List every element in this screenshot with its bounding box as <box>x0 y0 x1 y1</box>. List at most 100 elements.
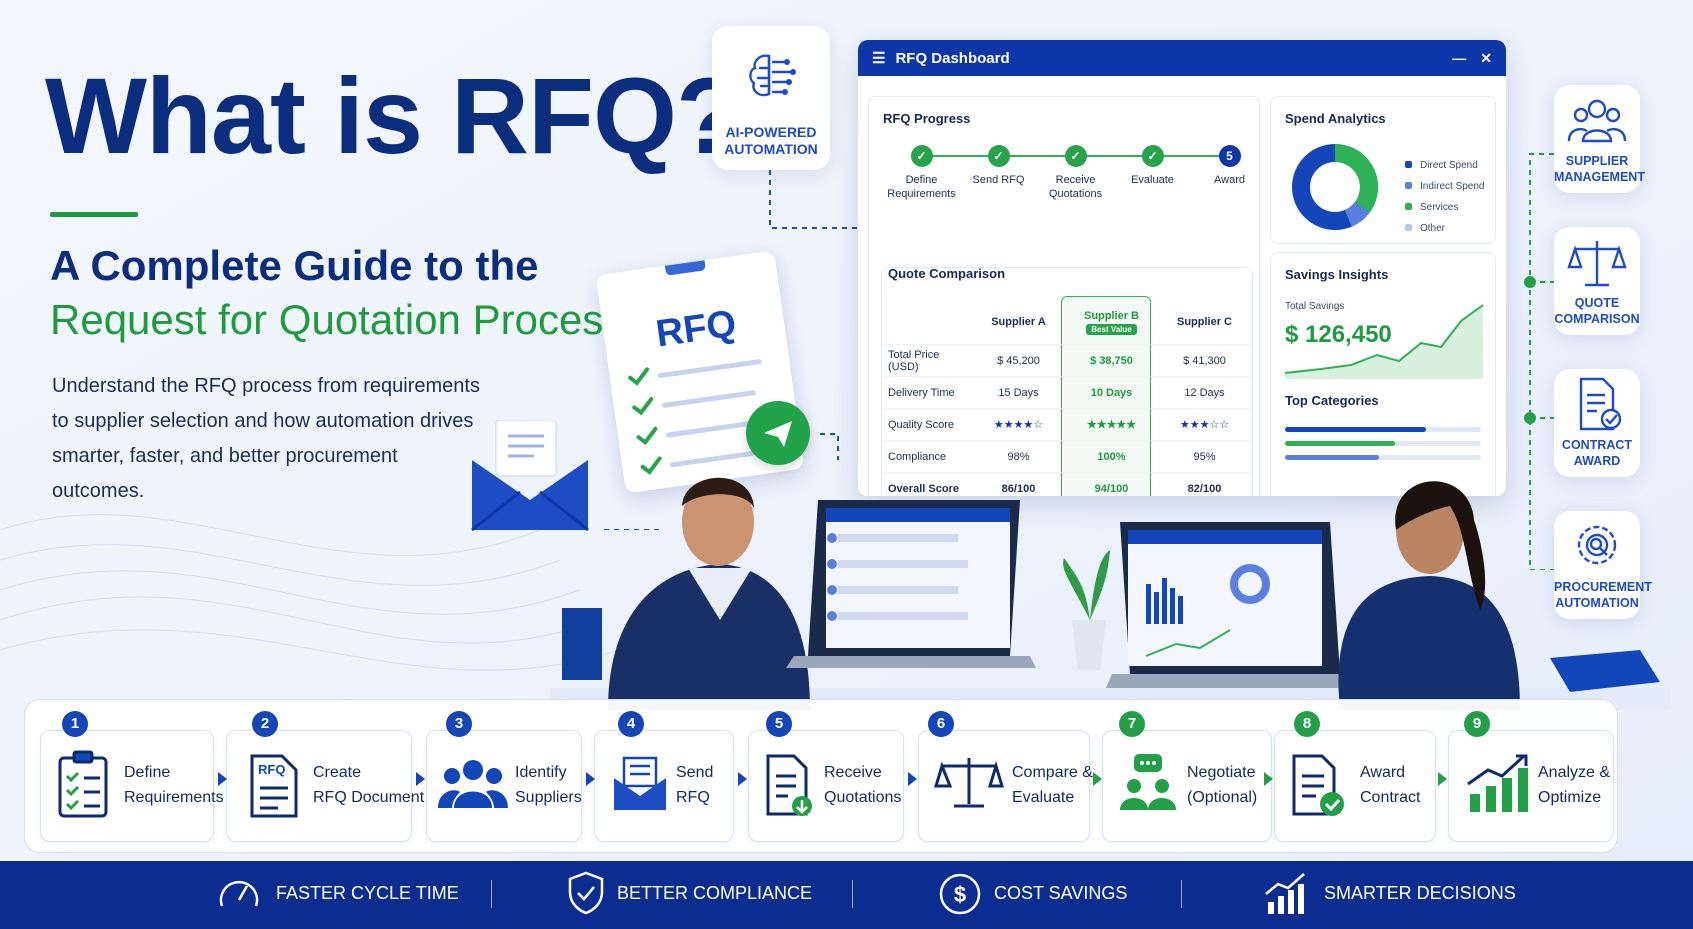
step-label: Evaluate <box>1131 174 1174 186</box>
cell: 94/100 <box>1094 482 1129 495</box>
title-underline <box>50 212 138 217</box>
footer-divider <box>852 880 853 908</box>
legend-item: Indirect Spend <box>1405 176 1485 197</box>
send-icon <box>746 401 810 465</box>
category-bars <box>1285 427 1481 460</box>
dashboard-titlebar: ☰ RFQ Dashboard — ✕ <box>858 40 1506 76</box>
supplier-management-card: SUPPLIER MANAGEMENT <box>1554 85 1645 193</box>
category-bar-1 <box>1285 427 1427 432</box>
process-step-card[interactable] <box>226 730 412 842</box>
footer-divider <box>1181 880 1182 908</box>
step-number: 1 <box>62 711 88 737</box>
quote-comparison-title: Quote Comparison <box>888 266 1006 281</box>
checklist-clipboard-icon <box>58 750 108 818</box>
envelope-illustration <box>471 420 589 532</box>
gear-search-icon <box>1577 525 1617 565</box>
process-step-card[interactable] <box>748 730 904 842</box>
minimize-icon[interactable]: — <box>1452 50 1467 66</box>
best-value-badge: Best Value <box>1086 323 1137 335</box>
cell: 100% <box>1097 450 1126 463</box>
cell: 86/100 <box>1001 482 1036 495</box>
step-arrow <box>1264 772 1273 786</box>
side-card-label: CONTRACT AWARD <box>1561 438 1633 468</box>
step-number: 2 <box>252 711 278 737</box>
step-label: Negotiate(Optional) <box>1187 764 1258 806</box>
document-download-icon <box>766 754 812 816</box>
envelope-icon <box>614 756 666 810</box>
rfq-document-icon <box>250 754 298 818</box>
step-dot: ✓ <box>910 145 933 167</box>
progress-step: ✓Evaluate <box>1114 145 1191 201</box>
progress-step: ✓Receive Quotations <box>1037 145 1114 201</box>
rising-chart-icon <box>1265 873 1305 914</box>
cell: ★★★★★ <box>1086 419 1137 431</box>
step-label: Send RFQ <box>972 174 1025 186</box>
step-arrow <box>738 772 747 786</box>
category-bar-2 <box>1285 441 1395 446</box>
contract-check-icon <box>1292 754 1344 816</box>
rfq-document-icon-text: RFQ <box>258 762 286 777</box>
progress-step: ✓ Define Requirements <box>883 145 960 201</box>
shield-check-icon <box>568 871 604 915</box>
step-label: Award <box>1214 174 1245 186</box>
subtitle-line-1: A Complete Guide to the <box>50 242 539 289</box>
step-number: 4 <box>618 711 644 737</box>
menu-icon[interactable]: ☰ <box>872 50 886 67</box>
row-label: Overall Score <box>888 482 959 495</box>
benefit-label: BETTER COMPLIANCE <box>617 883 813 903</box>
connector-ai-to-dashboard <box>769 170 860 229</box>
side-connector <box>1524 153 1554 570</box>
step-number: 3 <box>446 711 472 737</box>
side-card-label: SUPPLIER MANAGEMENT <box>1554 154 1645 184</box>
process-step-card[interactable] <box>40 730 214 842</box>
step-dot: ✓ <box>1064 145 1087 167</box>
cell: 98% <box>1007 450 1030 463</box>
spend-analytics-panel: Spend Analytics Direct Spend Indirect Sp… <box>1270 96 1496 244</box>
chat-people-icon <box>1120 754 1176 810</box>
step-arrow <box>1438 772 1447 786</box>
step-label: Define Requirements <box>887 174 956 200</box>
step-number: 7 <box>1119 711 1145 737</box>
supplier-header: Supplier C <box>1176 316 1232 328</box>
cell: 12 Days <box>1184 386 1225 399</box>
top-categories-title: Top Categories <box>1285 393 1379 408</box>
legend-item: Other <box>1405 218 1485 239</box>
office-scene-illustration <box>550 477 1670 710</box>
rfq-dashboard-window: ☰ RFQ Dashboard — ✕ RFQ Progress ✓Define… <box>858 40 1506 496</box>
process-step-card[interactable] <box>1274 730 1436 842</box>
speedometer-icon <box>219 880 259 907</box>
dashboard-title: RFQ Dashboard <box>895 49 1010 67</box>
spend-legend: Direct Spend Indirect Spend Services Oth… <box>1405 155 1485 239</box>
subtitle-line-2: Request for Quotation Process <box>50 296 625 343</box>
close-icon[interactable]: ✕ <box>1480 49 1492 66</box>
benefit-label: COST SAVINGS <box>994 883 1128 903</box>
process-step-card[interactable] <box>1448 730 1614 842</box>
savings-insights-panel: Savings Insights Total Savings $ 126,450… <box>1270 252 1496 496</box>
dollar-circle-icon: $ <box>939 873 981 915</box>
row-label: Total Price (USD) <box>888 348 940 373</box>
supplier-header: Supplier A <box>991 316 1046 328</box>
step-label: Compare &Evaluate <box>1012 764 1093 806</box>
step-arrow <box>586 772 595 786</box>
side-card-label: PROCUREMENT AUTOMATION <box>1554 580 1652 610</box>
cell: ★★★★☆ <box>993 419 1044 431</box>
people-group-icon <box>438 760 508 808</box>
step-arrow <box>1093 772 1102 786</box>
benefits-footer <box>0 861 1693 929</box>
progress-step: ✓Send RFQ <box>960 145 1037 201</box>
process-step-card[interactable] <box>426 730 582 842</box>
row-label: Quality Score <box>888 418 955 431</box>
table-row: Quality Score★★★★☆★★★★★★★★☆☆ <box>882 408 1252 440</box>
cell: $ 41,300 <box>1183 354 1226 367</box>
growth-chart-icon <box>1467 754 1528 812</box>
procurement-automation-card: PROCUREMENT AUTOMATION <box>1554 511 1652 619</box>
